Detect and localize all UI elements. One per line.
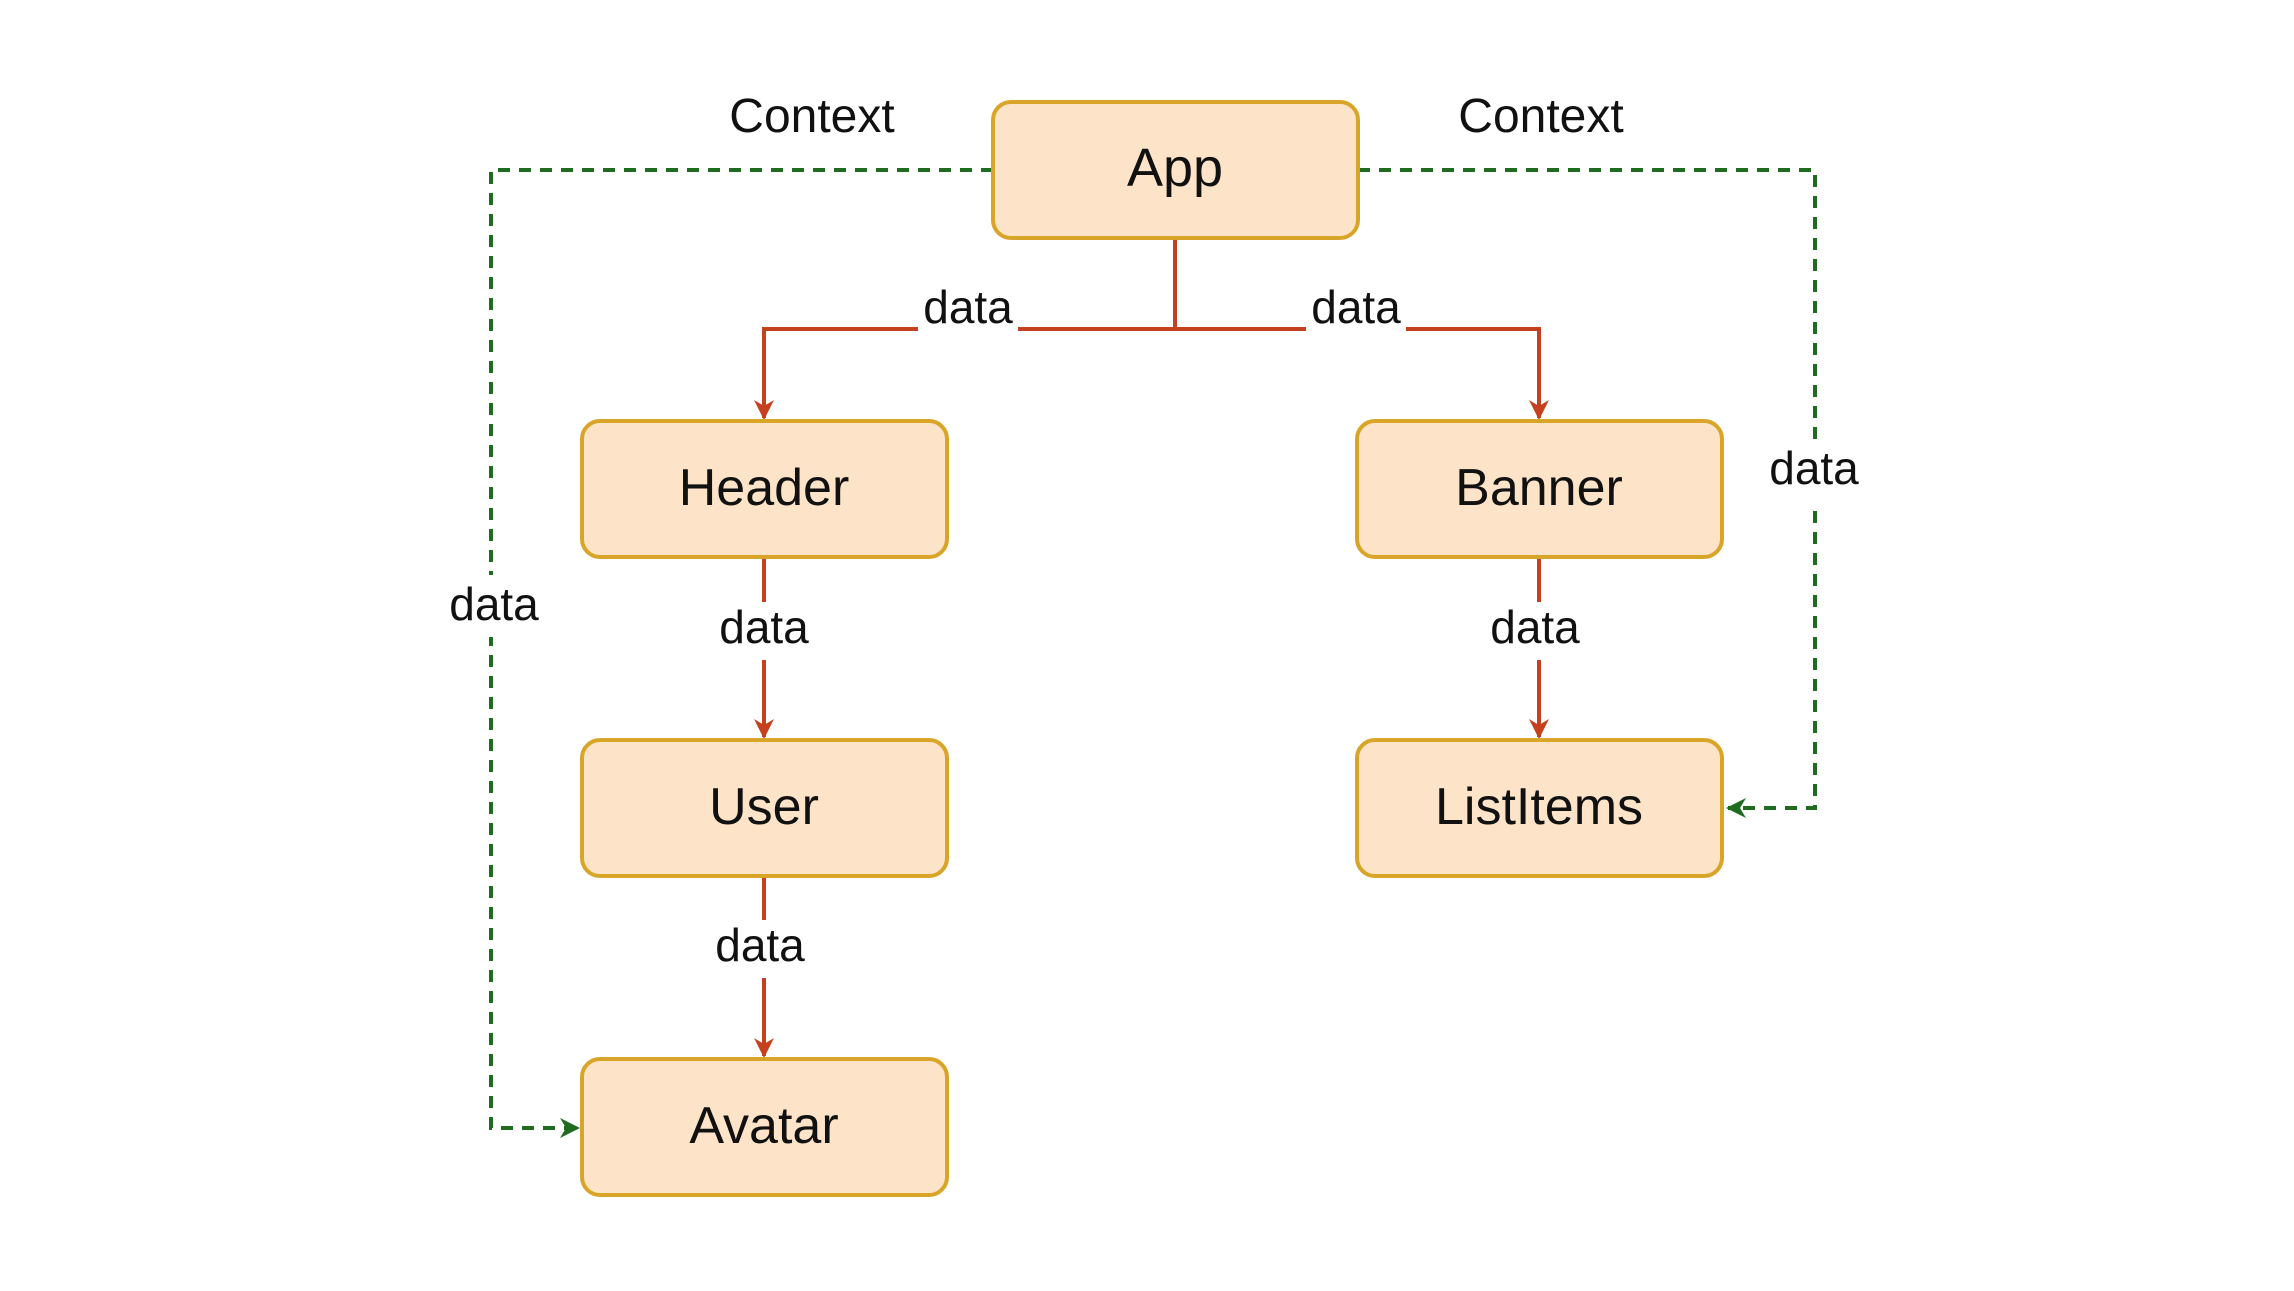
node-app[interactable]: App [991, 100, 1360, 240]
label-data-app-banner: data [1311, 281, 1401, 333]
edge-labels: Context Context data data data data data… [443, 90, 1862, 978]
nodes: App Header Banner User ListItems Avatar [580, 100, 1724, 1197]
label-data-banner-listitems: data [1490, 601, 1580, 653]
context-edge-app-listitems [1358, 168, 1817, 818]
label-context-right: Context [1458, 90, 1623, 143]
node-app-label: App [1127, 138, 1223, 198]
node-listitems[interactable]: ListItems [1355, 738, 1724, 878]
node-avatar[interactable]: Avatar [580, 1057, 949, 1197]
node-header[interactable]: Header [580, 419, 949, 559]
context-edges [489, 168, 1817, 1138]
label-context-left: Context [729, 90, 894, 143]
node-banner[interactable]: Banner [1355, 419, 1724, 559]
node-banner-label: Banner [1455, 459, 1623, 517]
data-edge-app-header [754, 327, 1175, 420]
label-data-context-right: data [1769, 442, 1859, 494]
data-edge-app-banner [1175, 327, 1549, 420]
label-data-context-left: data [449, 578, 539, 630]
data-edges [754, 238, 1549, 1058]
label-data-app-header: data [923, 281, 1013, 333]
node-user-label: User [709, 778, 819, 836]
node-user[interactable]: User [580, 738, 949, 878]
node-avatar-label: Avatar [689, 1097, 838, 1155]
node-header-label: Header [679, 459, 850, 517]
label-data-user-avatar: data [715, 919, 805, 971]
node-listitems-label: ListItems [1435, 778, 1643, 836]
label-data-header-user: data [719, 601, 809, 653]
